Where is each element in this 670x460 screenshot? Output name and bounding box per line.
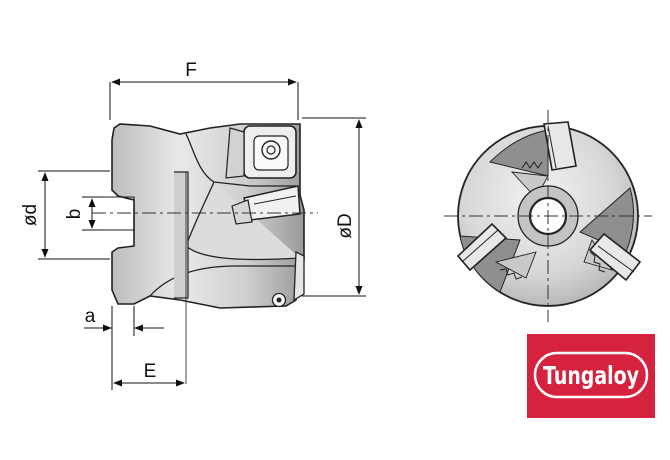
- end-view: [444, 110, 652, 322]
- bore-hidden-line: [100, 196, 135, 231]
- side-view: [92, 123, 318, 384]
- end-insert-top: [543, 121, 577, 171]
- dimension-labels: F E a b ød øD: [20, 60, 356, 382]
- shank-step: [174, 171, 189, 299]
- end-insert-right: [588, 232, 642, 282]
- brand-logo: Tungaloy: [527, 334, 655, 418]
- insert-bottom: [271, 250, 305, 308]
- dim-label-b: b: [64, 209, 85, 220]
- brand-logo-text: Tungaloy: [543, 361, 639, 390]
- dim-label-f: F: [185, 60, 197, 81]
- dimension-lines: [38, 78, 366, 390]
- brand-logo-background: [527, 334, 655, 418]
- insert-middle: [231, 185, 301, 225]
- clamp-screw-icon: [261, 140, 281, 160]
- flute-lower: [149, 265, 300, 297]
- dim-label-e: E: [144, 361, 157, 382]
- dim-label-big-d: øD: [335, 213, 356, 238]
- insert-top: [225, 125, 297, 179]
- dim-label-d: ød: [20, 204, 41, 226]
- end-insert-left: [456, 222, 508, 272]
- dim-label-a: a: [85, 306, 96, 327]
